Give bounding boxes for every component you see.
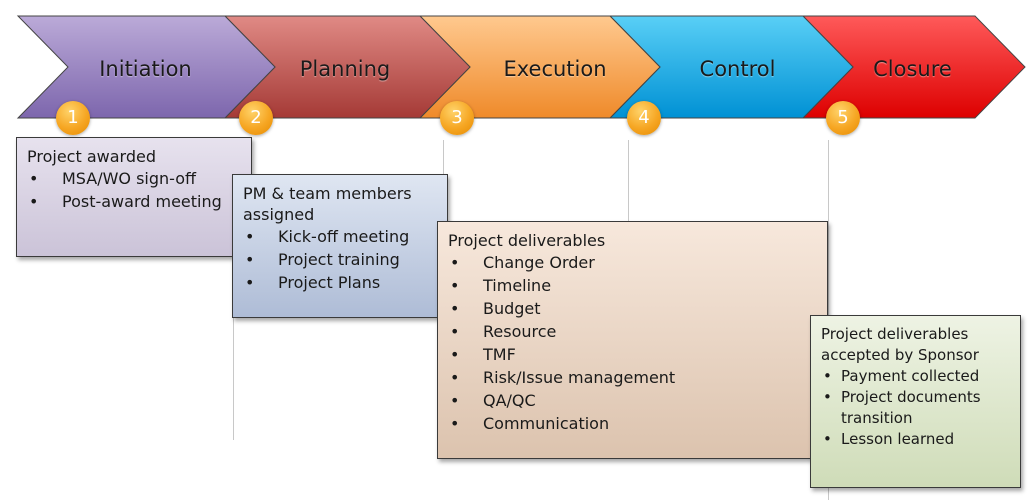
box-heading: Project deliverables <box>448 231 606 250</box>
closure-details-box: Project deliverables accepted by Sponsor… <box>810 315 1021 488</box>
planning-details-box: PM & team members assigned Kick-off meet… <box>232 174 448 318</box>
process-arrow-strip <box>16 15 1026 119</box>
execution-details-box: Project deliverables Change Order Timeli… <box>437 221 828 459</box>
list-item: QA/QC <box>448 389 817 412</box>
list-item: TMF <box>448 343 817 366</box>
list-item: Resource <box>448 320 817 343</box>
box-heading: Project awarded <box>27 147 156 166</box>
stage-number-badge-3: 3 <box>440 101 474 135</box>
list-item: Budget <box>448 297 817 320</box>
stage-number-badge-1: 1 <box>56 101 90 135</box>
list-item: Lesson learned <box>821 429 1010 450</box>
list-item: MSA/WO sign-off <box>27 167 241 190</box>
stage-label-control: Control <box>699 57 776 81</box>
stage-number-badge-5: 5 <box>826 101 860 135</box>
list-item: Project training <box>243 248 437 271</box>
box-heading: PM & team members assigned <box>243 184 412 224</box>
list-item: Project Plans <box>243 271 437 294</box>
initiation-details-box: Project awarded MSA/WO sign-off Post-awa… <box>16 137 252 257</box>
list-item: Risk/Issue management <box>448 366 817 389</box>
connector-line-3 <box>628 140 629 222</box>
box-heading: Project deliverables accepted by Sponsor <box>821 325 979 364</box>
stage-label-closure: Closure <box>873 57 952 81</box>
list-item: Change Order <box>448 251 817 274</box>
stage-label-initiation: Initiation <box>99 57 192 81</box>
stage-arrow-initiation <box>16 15 276 119</box>
list-item: Project documents transition <box>821 387 1010 429</box>
stage-number-badge-2: 2 <box>239 101 273 135</box>
stage-label-planning: Planning <box>299 57 391 81</box>
list-item: Communication <box>448 412 817 435</box>
list-item: Payment collected <box>821 366 1010 387</box>
list-item: Kick-off meeting <box>243 225 437 248</box>
list-item: Post-award meeting <box>27 190 241 213</box>
stage-label-execution: Execution <box>503 57 607 81</box>
list-item: Timeline <box>448 274 817 297</box>
stage-number-badge-4: 4 <box>627 101 661 135</box>
